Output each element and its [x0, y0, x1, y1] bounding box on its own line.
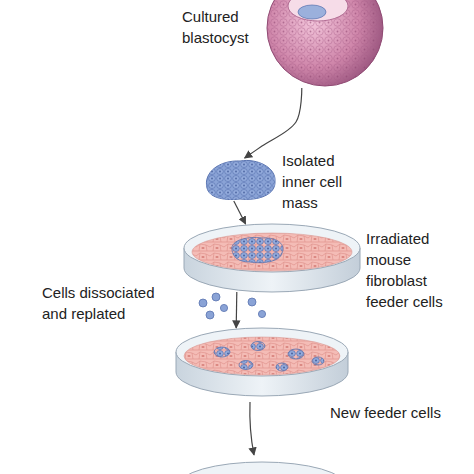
edge-label: Cells dissociated and replated: [40, 282, 169, 324]
flow-arrow: [245, 88, 302, 158]
culture-dish: [184, 224, 360, 292]
stage-label: Cultured blastocyst: [182, 6, 262, 48]
arrow: [250, 402, 254, 455]
stage-node: Isolated inner cell mass: [205, 158, 277, 201]
blastocyst-drawing: [267, 0, 383, 86]
stage-node: Irradiated mouse fibroblast feeder cells: [184, 224, 360, 292]
stage-label: Irradiated mouse fibroblast feeder cells: [366, 228, 466, 312]
stage-label: New feeder cells: [330, 402, 470, 423]
culture-dish: [178, 462, 346, 474]
flow-arrow: [234, 201, 246, 224]
stage-node: New feeder cells: [176, 328, 348, 396]
culture-dish: [176, 328, 348, 396]
inner-cell-mass-drawing: [206, 160, 275, 199]
stage-label: Isolated inner cell mass: [282, 150, 362, 213]
dissociated-cells: [199, 293, 266, 319]
flow-arrow: [236, 292, 238, 328]
stage-node: Cultured blastocyst: [267, 0, 383, 88]
